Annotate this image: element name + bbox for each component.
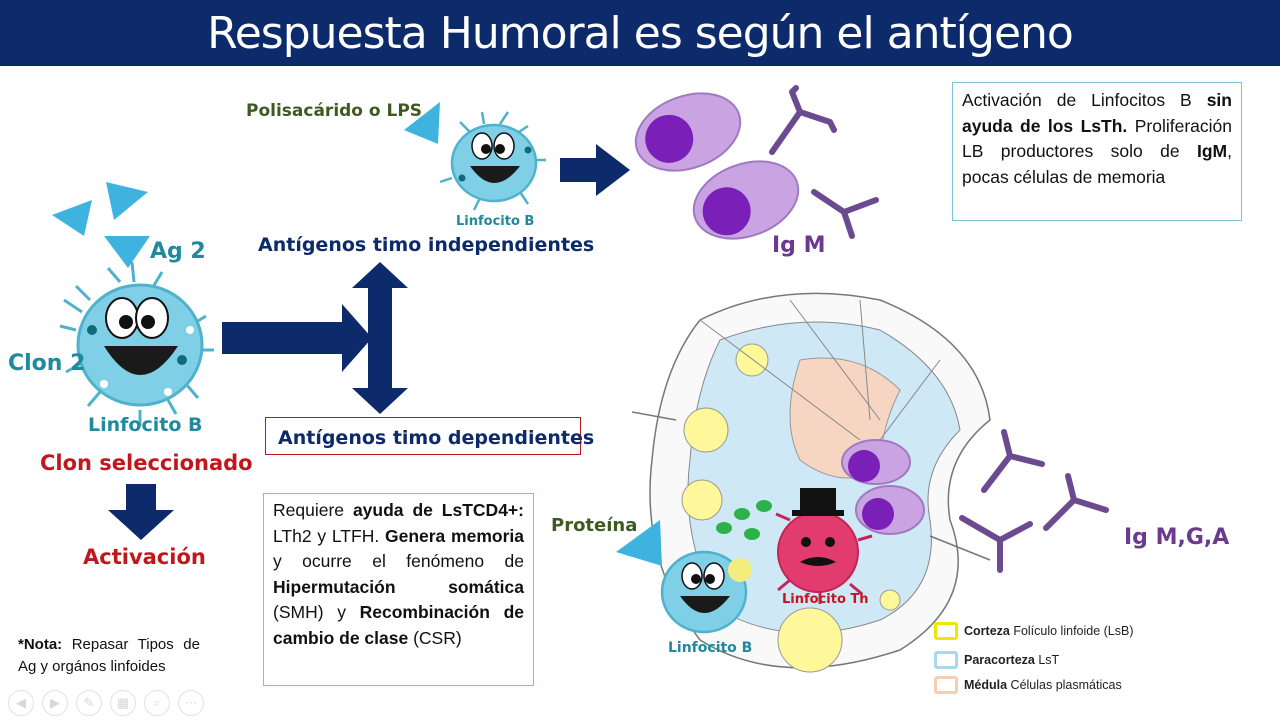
linfocito-th-label: Linfocito Th (782, 592, 869, 607)
note-text: *Nota: Repasar Tipos de Ag y orgános lin… (18, 636, 200, 675)
linfocito-b-bottom-icon (616, 520, 752, 634)
linfocito-b-large-icon (59, 261, 214, 426)
legend-item-medula: Médula Células plasmáticas (964, 678, 1122, 692)
cytokine-dots (716, 500, 772, 540)
prev-icon[interactable]: ◀ (8, 690, 34, 716)
proteina-label: Proteína (551, 515, 638, 536)
polisacarido-label: Polisacárido o LPS (246, 101, 423, 121)
antibodies-right (959, 429, 1109, 573)
arrow-down (108, 484, 174, 540)
timo-dependientes-box (265, 417, 581, 455)
more-icon[interactable]: ⋯ (178, 690, 204, 716)
arrow-vertical-double (352, 262, 408, 414)
title-bar: Respuesta Humoral es según el antígeno (0, 0, 1280, 66)
igmga-label: Ig M,G,A (1124, 525, 1230, 550)
linfocito-b-left-label: Linfocito B (88, 414, 203, 436)
timo-dependientes-label: Antígenos timo dependientes (278, 427, 595, 449)
antibodies-top (769, 85, 879, 239)
timo-independientes-label: Antígenos timo independientes (258, 234, 595, 256)
arrow-to-plasma (560, 144, 630, 196)
linfocito-b-bottom-label: Linfocito B (668, 640, 753, 656)
legend-item-corteza: Corteza Folículo linfoide (LsB) (964, 624, 1134, 638)
antigen-triangles (52, 182, 150, 268)
info-box-independent: Activación de Linfocitos B sin ayuda de … (952, 82, 1242, 221)
play-icon[interactable]: ▶ (42, 690, 68, 716)
linfocito-th-icon (775, 488, 873, 604)
linfocito-b-top-label: Linfocito B (456, 214, 535, 229)
pen-icon[interactable]: ✎ (76, 690, 102, 716)
plasma-cells-top (634, 92, 800, 240)
legend-swatch-paracorteza (934, 651, 958, 669)
legend-item-paracorteza: Paracorteza LsT (964, 653, 1060, 667)
info-box-dependent: Requiere ayuda de LsTCD4+: LTh2 y LTFH. … (263, 493, 534, 686)
igm-label: Ig M (772, 233, 826, 258)
clon-seleccionado-label: Clon seleccionado (40, 451, 253, 475)
slides-icon[interactable]: ▦ (110, 690, 136, 716)
clon2-label: Clon 2 (8, 351, 86, 376)
legend-swatch-medula (934, 676, 958, 694)
activacion-label: Activación (83, 545, 206, 569)
linfocito-b-top-icon (404, 102, 546, 211)
plasma-cells-node (841, 439, 925, 535)
arrow-right-large (222, 304, 372, 372)
legend-swatch-corteza (934, 622, 958, 640)
zoom-icon[interactable]: ⌕ (144, 690, 170, 716)
page-title: Respuesta Humoral es según el antígeno (207, 7, 1074, 59)
ag2-label: Ag 2 (150, 239, 206, 264)
